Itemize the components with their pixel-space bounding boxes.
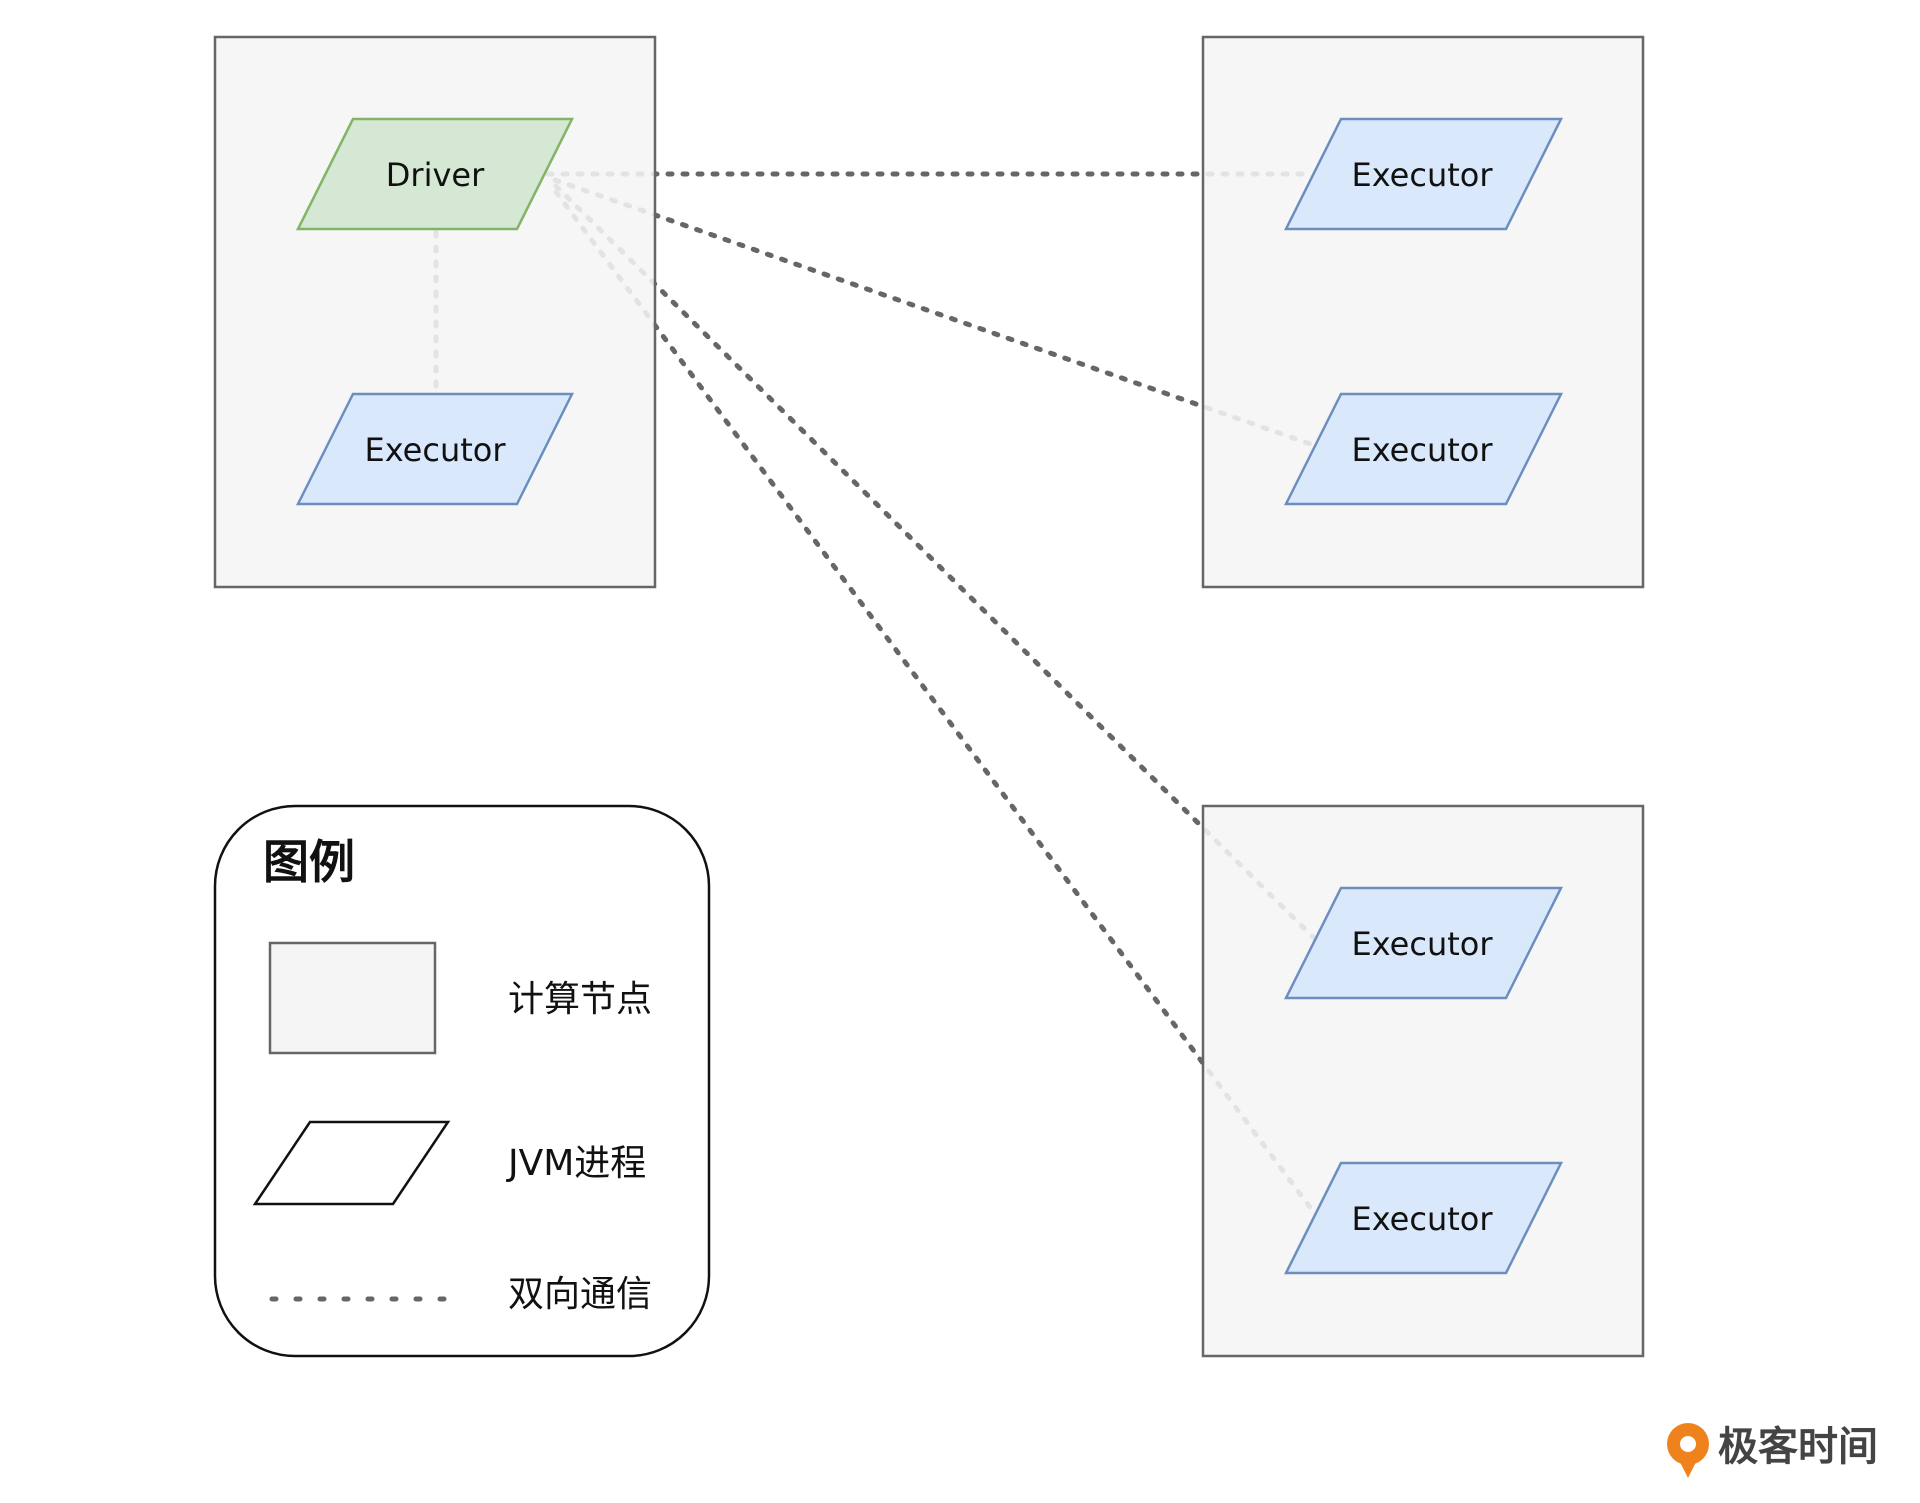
geekbang-logo-icon: [1667, 1423, 1709, 1478]
executor-shape: [1283, 392, 1564, 506]
compute-node-icon: [268, 941, 437, 1055]
compute-node-1: Driver Executor: [213, 35, 657, 589]
driver-shape: [295, 117, 575, 231]
brand-name: 极客时间: [1718, 1424, 1878, 1470]
executor-label: Executor: [1351, 1200, 1493, 1238]
executor-process: Executor: [1283, 392, 1564, 506]
link-driver-executor-node2-bottom: [552, 177, 1325, 451]
executor-process: Executor: [1283, 1161, 1564, 1275]
executor-label: Executor: [1351, 925, 1493, 963]
legend: 图例 计算节点 JVM进程 双向通信: [213, 804, 711, 1358]
executor-label: Executor: [1351, 156, 1493, 194]
legend-label-compute-node: 计算节点: [508, 979, 652, 1020]
executor-shape: [1283, 117, 1564, 231]
executor-process: Executor: [1283, 117, 1564, 231]
link-driver-executor-node3-bottom: [553, 189, 1315, 1213]
executor-label: Executor: [1351, 431, 1493, 469]
link-driver-executor-node3-top: [553, 183, 1321, 945]
executor-shape: [295, 392, 575, 506]
driver-label: Driver: [386, 156, 485, 194]
executor-process: Executor: [1283, 886, 1564, 1000]
brand-watermark: 极客时间: [1667, 1423, 1878, 1478]
executor-process: Executor: [295, 392, 575, 506]
jvm-process-icon: [252, 1120, 451, 1206]
legend-label-bidirectional: 双向通信: [508, 1274, 652, 1315]
compute-node-3: Executor Executor: [1201, 804, 1645, 1358]
compute-node-2: Executor Executor: [1201, 35, 1645, 589]
executor-shape: [1283, 1161, 1564, 1275]
legend-title: 图例: [263, 835, 355, 889]
driver-process: Driver: [295, 117, 575, 231]
legend-label-jvm-process: JVM进程: [506, 1143, 646, 1184]
executor-label: Executor: [364, 431, 506, 469]
executor-shape: [1283, 886, 1564, 1000]
